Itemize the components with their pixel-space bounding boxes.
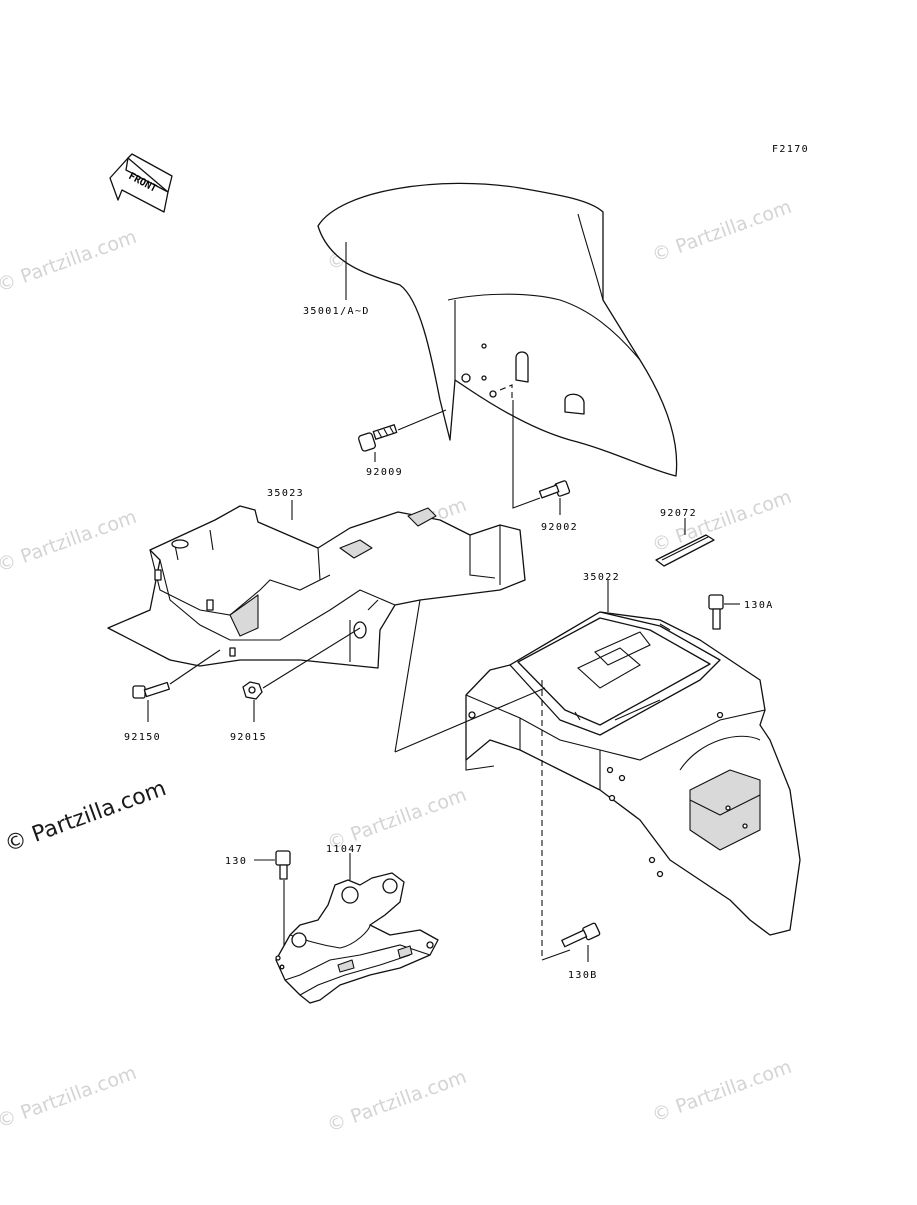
bolt-92150-icon xyxy=(132,681,170,699)
watermark: © Partzilla.com xyxy=(649,1056,794,1127)
watermark-primary: © Partzilla.com xyxy=(2,776,170,858)
watermark: © Partzilla.com xyxy=(0,226,139,297)
strap-92072-icon xyxy=(655,534,715,567)
bolt-92009-icon xyxy=(358,424,398,452)
part-label-11047: 11047 xyxy=(326,844,363,855)
watermark: © Partzilla.com xyxy=(324,1066,469,1137)
front-fender xyxy=(317,182,678,477)
part-label-35023: 35023 xyxy=(267,488,304,499)
nut-92015-icon xyxy=(242,681,263,700)
part-label-92009: 92009 xyxy=(366,467,403,478)
watermark: © Partzilla.com xyxy=(649,486,794,557)
part-label-130b: 130B xyxy=(568,970,598,981)
rear-fender-rear xyxy=(465,611,801,936)
part-label-130: 130 xyxy=(225,856,247,867)
rear-fender-front xyxy=(107,505,526,669)
leader-line xyxy=(541,949,571,961)
watermark: © Partzilla.com xyxy=(0,506,139,577)
part-label-92072: 92072 xyxy=(660,508,697,519)
part-label-92002: 92002 xyxy=(541,522,578,533)
watermark: © Partzilla.com xyxy=(0,1062,139,1133)
leader-line xyxy=(169,649,221,685)
bolt-130-icon xyxy=(275,850,291,880)
leader-line xyxy=(394,687,546,753)
part-label-92015: 92015 xyxy=(230,732,267,743)
bolt-130b-icon xyxy=(561,922,601,948)
bracket-11047 xyxy=(275,872,439,1004)
watermark: © Partzilla.com xyxy=(649,196,794,267)
diagram-code: F2170 xyxy=(772,144,809,155)
part-label-130a: 130A xyxy=(744,600,774,611)
part-label-35001: 35001/A~D xyxy=(303,306,370,317)
bolt-92002-icon xyxy=(538,480,571,499)
part-label-35022: 35022 xyxy=(583,572,620,583)
front-arrow-icon: FRONT xyxy=(109,153,173,213)
leader-line xyxy=(262,627,361,689)
leader-line xyxy=(394,599,421,753)
bolt-130a-icon xyxy=(708,594,724,630)
leader-line xyxy=(397,409,447,431)
leader-line xyxy=(512,400,541,509)
part-label-92150: 92150 xyxy=(124,732,161,743)
